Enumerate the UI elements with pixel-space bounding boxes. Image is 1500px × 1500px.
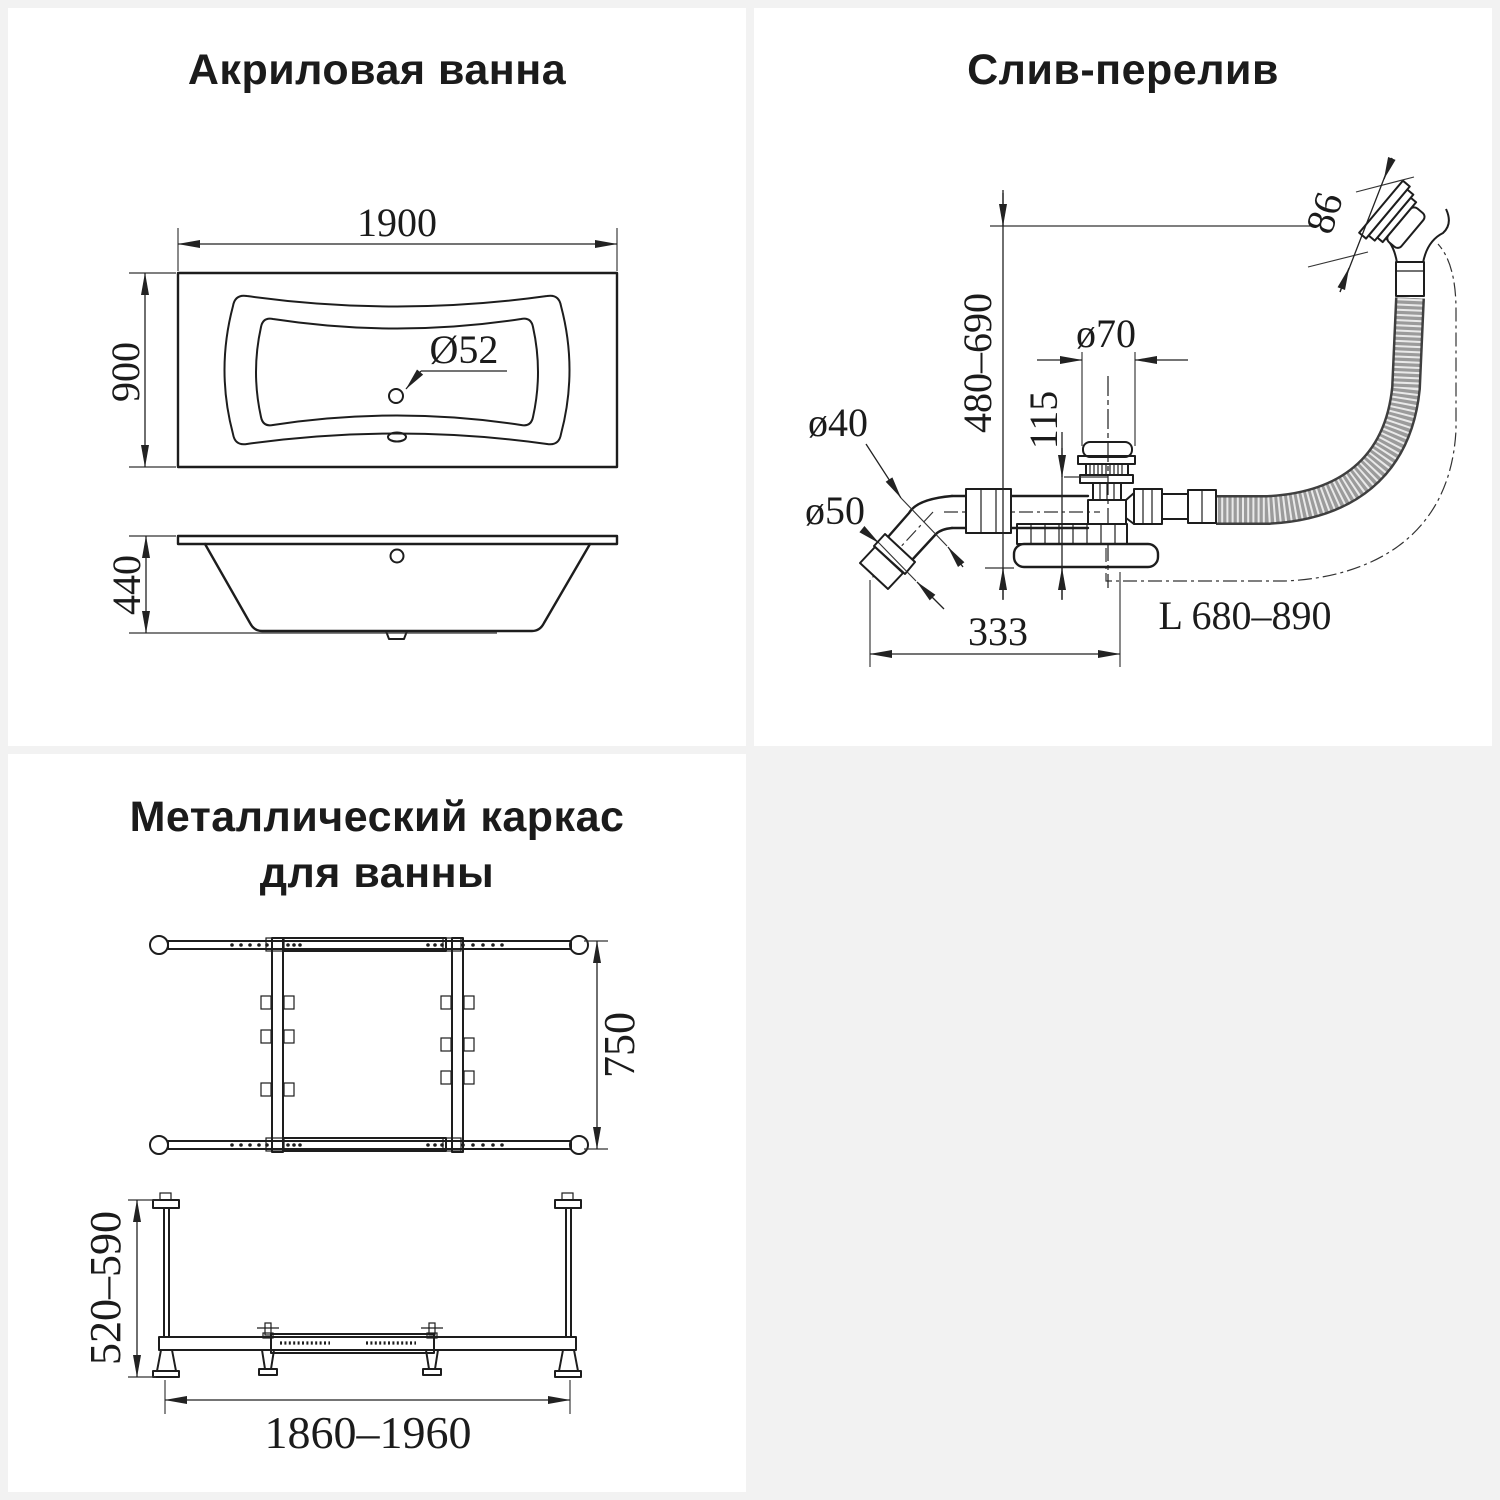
side-drain-notch: [385, 630, 408, 640]
dim-body-height-label: 115: [1021, 391, 1066, 450]
dim-pipe-outer-label: ø50: [805, 488, 865, 533]
bathtub-side-view-dimensions: 440: [104, 535, 497, 634]
frame-title-line1: Металлический каркас: [130, 793, 625, 841]
panel-metal-frame: Металлический каркас для ванны: [8, 754, 746, 1492]
dim-frame-length-label: 1860–1960: [265, 1407, 472, 1458]
frame-top-view: 750: [149, 935, 644, 1155]
end-foot-left: [152, 1349, 180, 1378]
dim-height-label: 440: [104, 555, 149, 615]
end-foot-right: [554, 1349, 582, 1378]
bathtub-top-view-dimensions: 1900 900 Ø52: [103, 200, 618, 468]
frame-title-line2: для ванны: [260, 849, 495, 897]
adjustable-foot-left: [257, 1322, 279, 1376]
dim-length-label: 1900: [357, 200, 437, 245]
drain-title: Слив-перелив: [967, 46, 1279, 94]
drain-dimensions: 480–690 115 ø70 86: [805, 157, 1415, 667]
bathtub-drawing: Акриловая ванна 1900 900 Ø52: [103, 46, 619, 640]
drain-assembly: [859, 376, 1217, 590]
bathtub-title: Акриловая ванна: [188, 46, 567, 94]
bathtub-side-view: [176, 534, 619, 640]
dim-install-height-label: 480–690: [955, 293, 1000, 433]
dim-overflow-face-label: 86: [1297, 187, 1352, 239]
adjustable-foot-right: [421, 1322, 443, 1376]
dim-frame-width-label: 750: [595, 1012, 644, 1078]
channel-brackets: [260, 995, 475, 1097]
hose-reference-path: [1105, 243, 1457, 582]
drain-hole: [388, 388, 404, 404]
dim-hose-length-label: L 680–890: [1159, 593, 1332, 638]
drain-overflow-drawing: Слив-перелив: [805, 46, 1457, 667]
frame-front-view: 520–590 1860–1960: [81, 1192, 582, 1458]
dim-drain-label: Ø52: [430, 327, 499, 372]
dim-pipe-inner-label: ø40: [808, 400, 868, 445]
panel-drain-overflow: Слив-перелив: [754, 8, 1492, 746]
overflow-hole: [387, 431, 407, 443]
dim-width-label: 900: [103, 342, 148, 402]
panel-acrylic-bathtub: Акриловая ванна 1900 900 Ø52: [8, 8, 746, 746]
side-overflow-hole: [389, 548, 405, 564]
dim-offset-label: 333: [968, 609, 1028, 654]
frame-drawing: Металлический каркас для ванны: [81, 793, 644, 1458]
dim-drain-cap-label: ø70: [1076, 311, 1136, 356]
overflow-head: [1358, 179, 1450, 297]
bathtub-top-view: [176, 271, 619, 469]
overflow-hose: [1216, 297, 1425, 525]
dim-frame-height-label: 520–590: [81, 1211, 130, 1365]
